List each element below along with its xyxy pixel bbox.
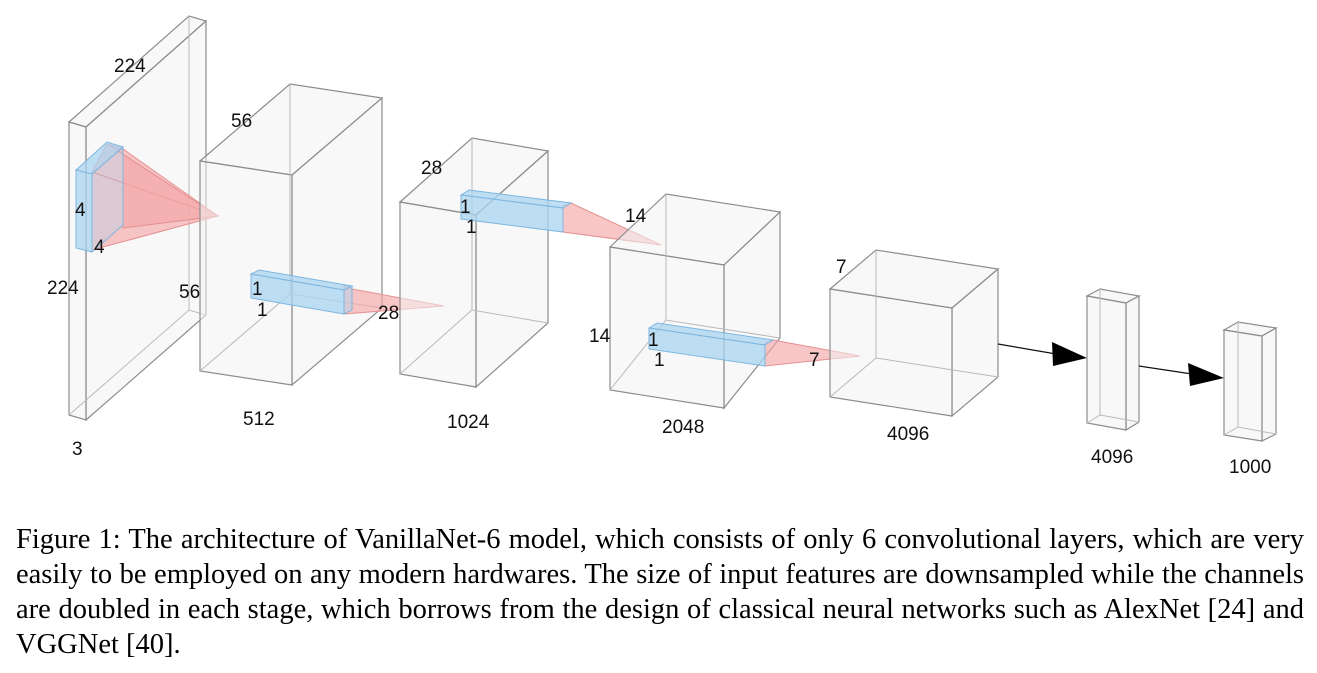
input-height-label: 224 [47,278,79,299]
stage4-block [828,249,1000,418]
arrow-to-fc2 [1138,363,1224,386]
stem-kernel-height-label: 4 [75,200,86,221]
fc2-units-label: 1000 [1229,457,1271,478]
stage1-next-size-label: 28 [378,303,399,324]
stage1-kernel-h-label: 1 [252,279,263,300]
fc2-block [1222,321,1278,442]
stem-kernel [74,141,220,254]
input-channels-label: 3 [72,439,83,460]
stage2-channels-label: 1024 [447,412,490,433]
stage3-kernel-w-label: 1 [654,350,665,371]
stage2-kernel-h-label: 1 [460,197,471,218]
fc1-units-label: 4096 [1091,447,1133,468]
arrow-to-fc1 [997,342,1087,366]
stage4-channels-label: 4096 [887,424,929,445]
stage2-next-size-label: 14 [625,206,647,227]
stage1-channels-label: 512 [243,409,275,430]
stage3-channels-label: 2048 [662,417,704,438]
stage2-kernel-w-label: 1 [466,217,477,238]
stage1-block [198,83,384,387]
architecture-diagram: 224 224 3 4 4 56 56 512 1 1 28 28 1024 1… [47,15,1278,478]
stage3-size-side-label: 14 [589,326,611,347]
stage2-size-top-label: 28 [421,158,442,179]
input-width-label: 224 [114,56,146,77]
stage1-size-top-label: 56 [231,111,252,132]
stage1-kernel [249,269,445,315]
stage3-next-size-label: 7 [809,350,820,371]
stage1-size-side-label: 56 [179,282,200,303]
stage4-size-top-label: 7 [836,257,847,278]
stage3-kernel [647,322,861,367]
stem-kernel-width-label: 4 [94,237,105,258]
stage3-kernel-h-label: 1 [648,330,659,351]
figure-caption: Figure 1: The architecture of VanillaNet… [16,524,1304,660]
stage1-kernel-w-label: 1 [257,300,268,321]
fc1-block [1085,288,1141,432]
